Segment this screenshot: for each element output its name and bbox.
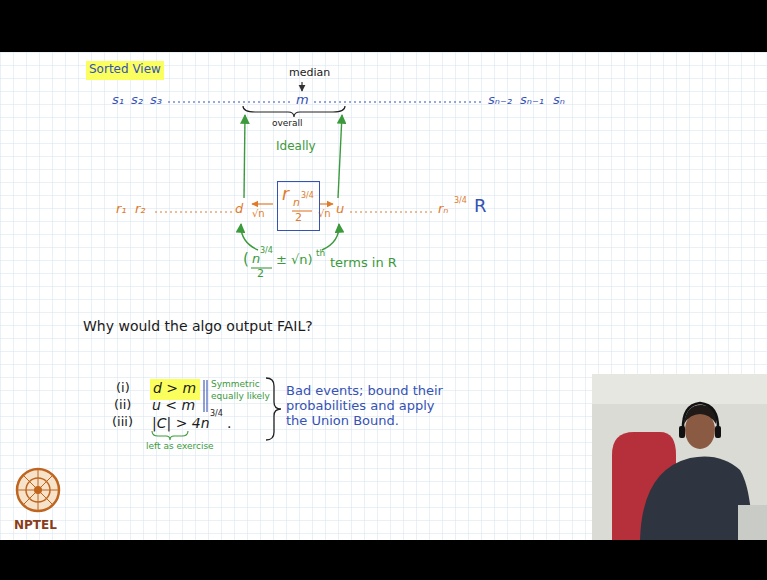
brace	[243, 106, 345, 117]
sample-label: r₁	[116, 202, 127, 217]
sample-label: r₂	[135, 202, 146, 217]
nptel-logo	[17, 469, 59, 511]
top-bar	[0, 0, 767, 52]
element-label: s₁	[112, 93, 124, 108]
lecturer-video	[592, 374, 767, 540]
dotted-row	[314, 101, 484, 102]
offset-arrow	[320, 203, 333, 204]
formula-part: th	[316, 248, 325, 258]
punctuation: .	[227, 415, 231, 431]
note-label: overall	[272, 118, 303, 128]
item-number: (iii)	[112, 415, 133, 430]
grid-paper	[0, 52, 767, 540]
highlight-box: d > m	[150, 379, 200, 400]
logo-text: NPTEL	[14, 519, 57, 533]
pointer-arrow	[322, 224, 339, 250]
formula-part: (	[243, 251, 249, 268]
node-text: n	[293, 197, 300, 210]
highlight-box: Sorted View	[86, 61, 164, 80]
sample-label: rₙ	[438, 202, 449, 217]
element-label: sₙ₋₁	[520, 93, 544, 108]
node-text: d > m	[153, 380, 196, 396]
ideal-arrow	[244, 115, 245, 198]
item-number: (i)	[116, 381, 130, 396]
ideal-arrow	[338, 115, 342, 198]
dotted-row	[350, 211, 435, 212]
element-label: sₙ₋₂	[488, 93, 512, 108]
note-label: Ideally	[276, 140, 316, 154]
dotted-row	[155, 211, 232, 212]
node-text: 2	[295, 212, 302, 225]
pointer-arrow	[241, 224, 258, 250]
double-bar	[203, 380, 204, 412]
element-label: s₂	[131, 93, 143, 108]
double-bar	[206, 380, 207, 412]
node-text: Sorted View	[89, 63, 161, 77]
exponent-label: 3/4	[210, 409, 223, 418]
sample-label: d	[235, 202, 243, 217]
element-label: sₙ	[553, 93, 565, 108]
formula-part: terms in R	[330, 256, 397, 271]
question-text: Why would the algo output FAIL?	[83, 318, 313, 334]
formula-part: 3/4	[260, 246, 273, 255]
median-label: m	[296, 93, 309, 108]
exponent-label: 3/4	[454, 196, 467, 205]
dotted-row	[168, 101, 290, 102]
note-label: median	[289, 67, 330, 80]
item-number: (ii)	[114, 398, 131, 413]
sample-label: u	[336, 202, 344, 217]
note-label: equally likely	[211, 391, 270, 401]
node-text: r	[282, 185, 289, 205]
element-label: s₃	[150, 93, 162, 108]
formula-part: 2	[257, 268, 264, 281]
formula-part: n	[252, 252, 260, 267]
brace	[266, 378, 281, 440]
note-label: left as exercise	[146, 441, 214, 451]
offset-arrow	[252, 203, 273, 204]
note-label: Symmetric	[211, 379, 260, 389]
node-text: 3/4	[301, 191, 314, 200]
formula-part: ± √n)	[276, 253, 313, 268]
median-arrow	[301, 82, 302, 91]
bottom-bar	[0, 540, 767, 580]
set-label: R	[474, 196, 487, 217]
note-text: Bad events; bound their probabilities an…	[286, 384, 451, 429]
sample-box: rn3/4 2	[277, 181, 320, 231]
offset-label: √n	[252, 208, 265, 220]
brace	[152, 431, 188, 440]
event-text: |C| > 4n	[152, 415, 210, 431]
